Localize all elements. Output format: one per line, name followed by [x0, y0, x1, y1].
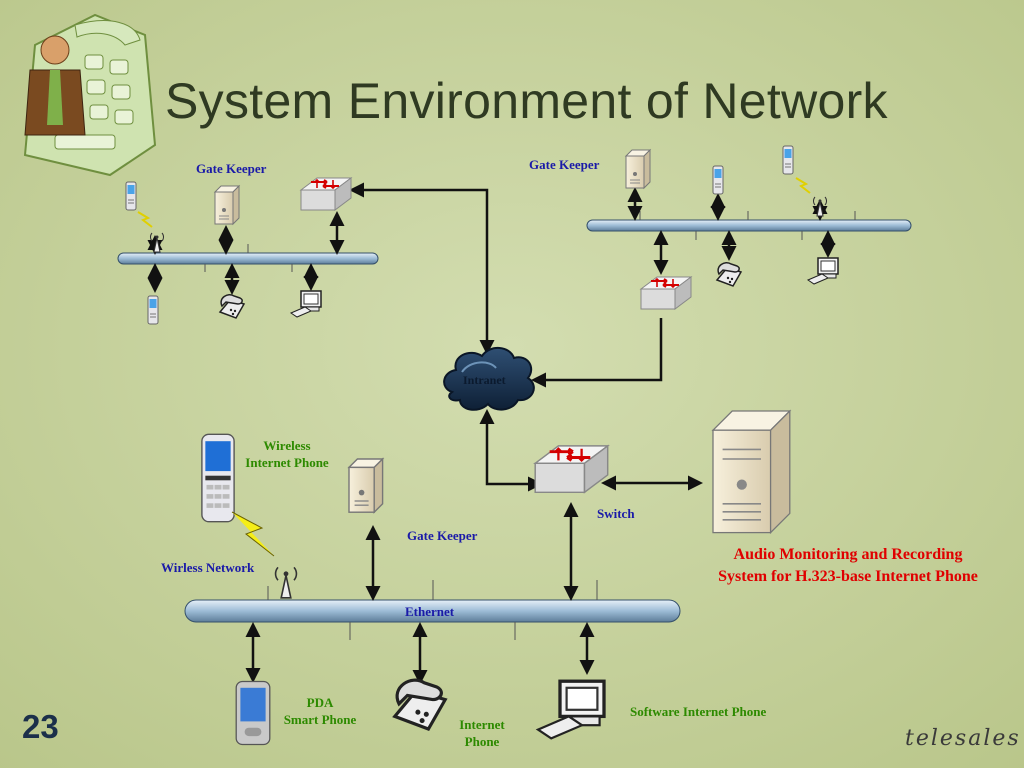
software-internet-phone-label: Software Internet Phone	[630, 704, 767, 719]
smartphone-icon	[201, 433, 235, 523]
gate-keeper-label-bottom: Gate Keeper	[407, 528, 478, 543]
label-line: Audio Monitoring and Recording	[733, 546, 963, 563]
server-icon	[348, 458, 384, 513]
slide-title: System Environment of Network	[165, 73, 888, 129]
pda-smart-phone-label: PDA Smart Phone	[278, 694, 362, 728]
pda-icon	[712, 165, 724, 195]
server-icon	[214, 185, 240, 225]
label-line: Internet Phone	[245, 455, 329, 470]
server-icon	[625, 149, 651, 189]
intranet-label: Intranet	[463, 373, 506, 387]
page-number: 23	[22, 708, 59, 745]
label-line: Smart Phone	[283, 712, 357, 727]
smartphone-icon	[125, 181, 137, 211]
pda-icon	[147, 295, 159, 325]
label-line: System for H.323-base Internet Phone	[718, 568, 978, 585]
switch-label: Switch	[597, 506, 635, 521]
label-line: PDA	[306, 695, 334, 710]
recording-system-label: Audio Monitoring and Recording System fo…	[690, 544, 1006, 588]
wireless-internet-phone-label: Wireless Internet Phone	[240, 437, 334, 471]
pda-icon	[235, 680, 271, 746]
lightning-icon	[137, 211, 153, 228]
smartphone-icon	[782, 145, 794, 175]
label-line: Wireless	[263, 438, 311, 453]
phone-keypad-logo-icon	[23, 13, 157, 177]
wireless-network-label: Wirless Network	[161, 560, 255, 575]
cloud-icon	[443, 347, 535, 411]
lightning-icon	[231, 511, 275, 557]
gate-keeper-label-top-left: Gate Keeper	[196, 161, 267, 176]
server-icon	[711, 409, 792, 535]
brand-logo-text: telesales	[905, 726, 1021, 751]
gate-keeper-label-top-right: Gate Keeper	[529, 157, 600, 172]
label-line: Phone	[464, 734, 500, 749]
label-line: Internet	[459, 717, 505, 732]
bus-top-right	[586, 219, 912, 232]
internet-phone-label: Internet Phone	[452, 716, 512, 750]
lightning-icon	[795, 177, 811, 194]
ethernet-label: Ethernet	[405, 604, 455, 619]
bus-top-left	[117, 252, 379, 265]
